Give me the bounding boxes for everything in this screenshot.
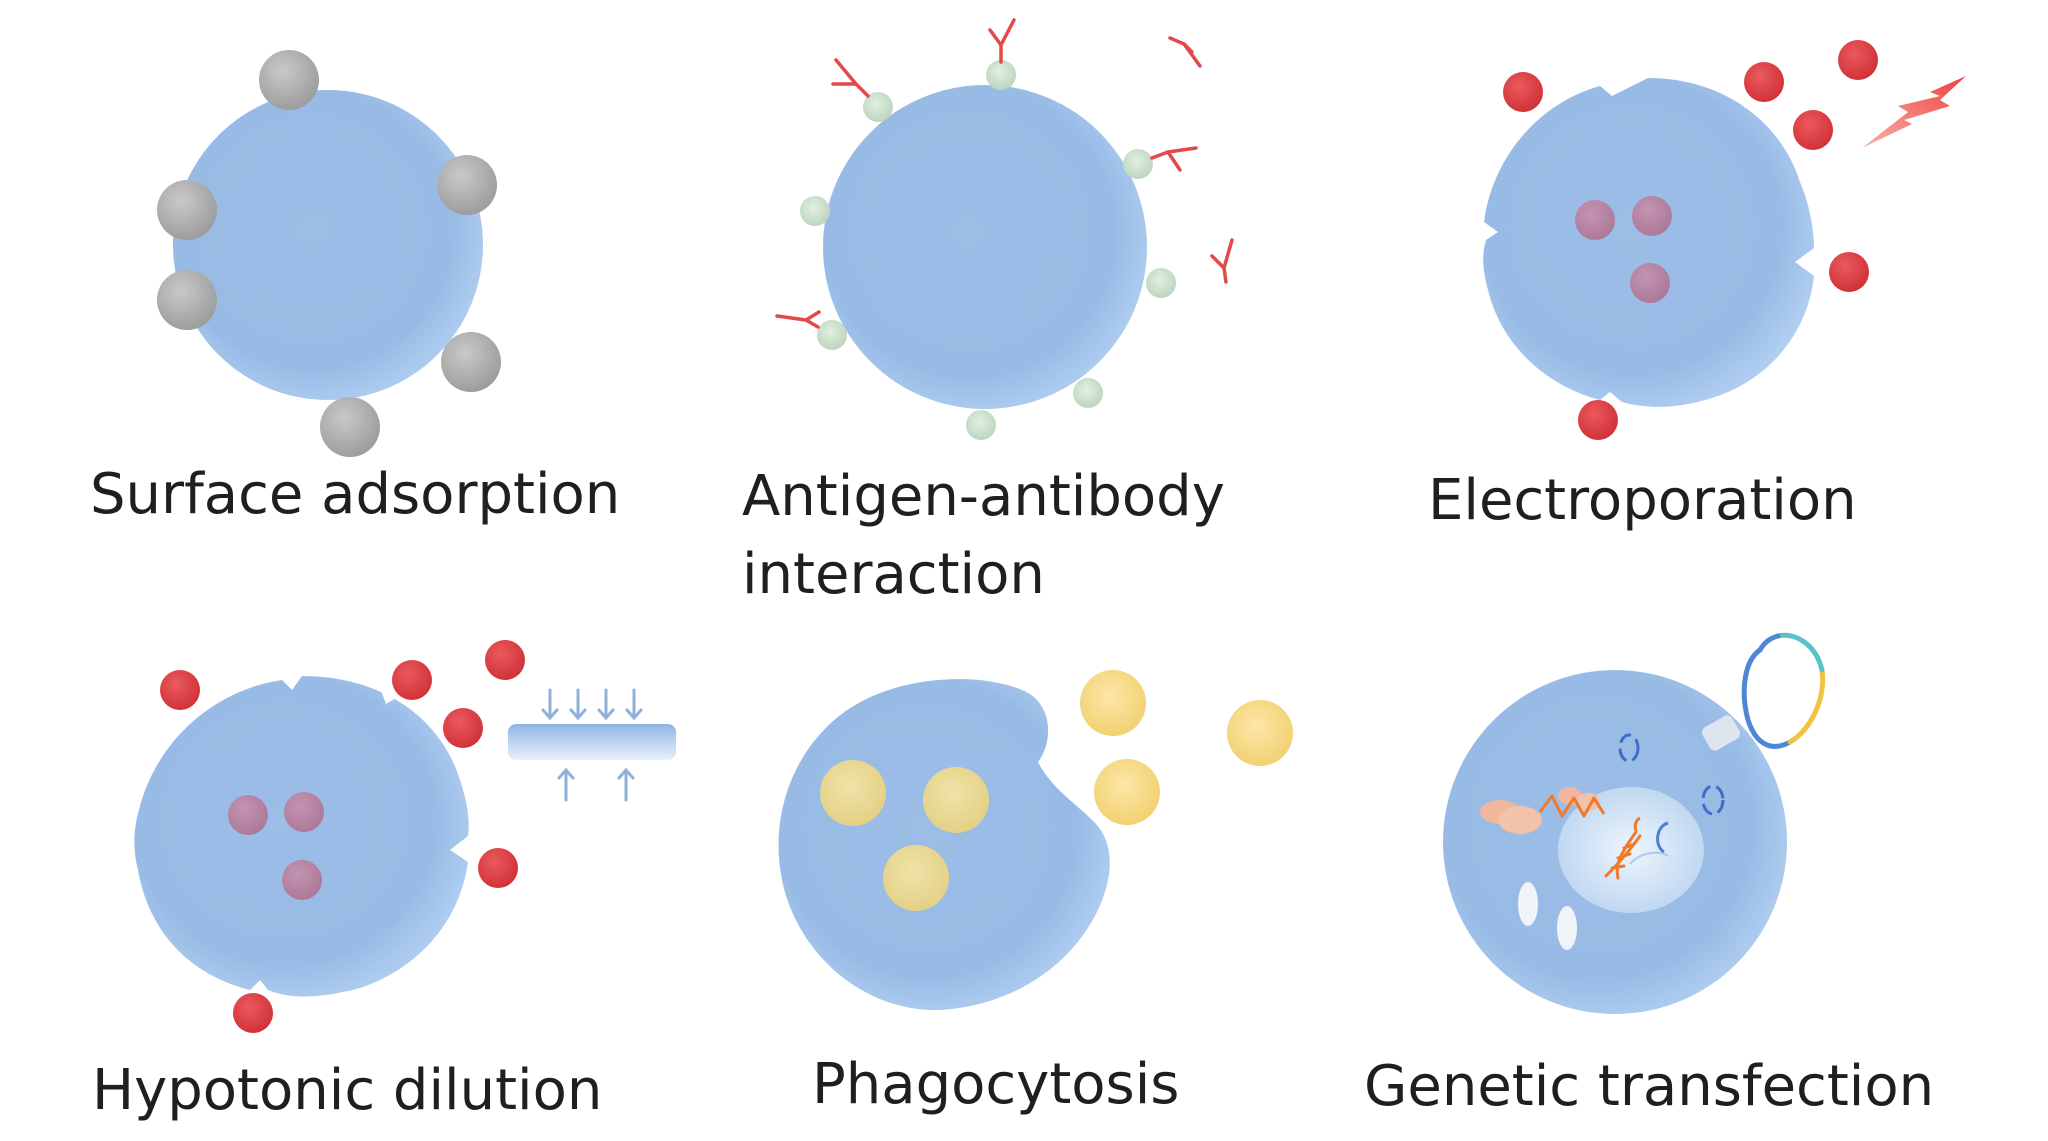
plasmid-fragment — [1629, 851, 1669, 865]
inner-yellow-particle — [820, 760, 886, 826]
label-phagocytosis: Phagocytosis — [812, 1052, 1180, 1117]
panel-electroporation — [1483, 40, 1966, 440]
gray-particle — [157, 180, 217, 240]
gray-particles — [157, 50, 501, 457]
red-particle — [233, 993, 273, 1033]
label-hypotonic-dilution: Hypotonic dilution — [92, 1058, 603, 1123]
inner-yellow-particle — [883, 845, 949, 911]
antibody — [1210, 238, 1234, 284]
inner-particle — [1575, 200, 1615, 240]
antibodies — [775, 18, 1234, 329]
vesicle — [1557, 906, 1577, 950]
yellow-particle — [1094, 759, 1160, 825]
red-particle — [1503, 72, 1543, 112]
panel-genetic-transfection — [1443, 632, 1826, 1014]
panel-phagocytosis — [778, 670, 1293, 1011]
red-particles — [160, 640, 525, 1033]
antigen — [1146, 268, 1176, 298]
antigen — [863, 92, 893, 122]
antigens — [800, 60, 1176, 440]
red-particle — [443, 708, 483, 748]
antigen — [1073, 378, 1103, 408]
antigen — [800, 196, 830, 226]
label-surface-adsorption: Surface adsorption — [90, 462, 621, 527]
inner-particle — [228, 795, 268, 835]
membrane-bar — [508, 724, 676, 760]
gray-particle — [157, 270, 217, 330]
plasmid-fragment — [1633, 816, 1641, 832]
red-particle — [1829, 252, 1869, 292]
porous-cell — [1483, 78, 1814, 407]
gray-particle — [441, 332, 501, 392]
vesicle — [1518, 882, 1538, 926]
label-antigen-antibody-line1: Antigen-antibody — [742, 464, 1225, 529]
membrane-channel — [1701, 715, 1741, 751]
yellow-particle — [1227, 700, 1293, 766]
label-electroporation: Electroporation — [1428, 468, 1857, 533]
red-particle — [1793, 110, 1833, 150]
yellow-particle — [1080, 670, 1146, 736]
label-antigen-antibody: Antigen-antibody interaction — [742, 458, 1225, 614]
antigen — [1123, 149, 1153, 179]
inner-yellow-particle — [923, 767, 989, 833]
inner-particle — [284, 792, 324, 832]
red-particle — [1744, 62, 1784, 102]
antibody — [831, 58, 870, 98]
antibody — [1168, 36, 1202, 68]
cell-rim-notch — [380, 688, 396, 704]
cell — [823, 85, 1147, 409]
plasmid-fragment — [1656, 821, 1669, 854]
red-particles — [1503, 40, 1878, 440]
dna-helix-icon — [1604, 830, 1642, 880]
gray-particle — [437, 155, 497, 215]
red-particle — [485, 640, 525, 680]
gray-particle — [320, 397, 380, 457]
pressure-arrows-icon — [508, 688, 676, 802]
engulfing-cell — [778, 679, 1110, 1011]
antigen — [966, 410, 996, 440]
antibody — [775, 310, 821, 329]
antibody — [988, 18, 1016, 64]
red-particle — [1838, 40, 1878, 80]
lightning-icon — [1862, 76, 1966, 148]
antibody — [1150, 146, 1198, 172]
cell-rim-notch — [1740, 92, 1752, 108]
antigen — [986, 60, 1016, 90]
mrna-strand — [1538, 794, 1606, 818]
inner-particle — [282, 860, 322, 900]
label-genetic-transfection: Genetic transfection — [1364, 1054, 1935, 1119]
endosome-plasmid — [1701, 784, 1725, 816]
red-particle — [478, 848, 518, 888]
inner-particle — [1632, 196, 1672, 236]
inner-particle — [1630, 263, 1670, 303]
red-particle — [392, 660, 432, 700]
panel-surface-adsorption — [157, 50, 501, 457]
label-antigen-antibody-line2: interaction — [742, 542, 1045, 607]
gray-particle — [259, 50, 319, 110]
yellow-particles — [820, 670, 1293, 911]
endosome-plasmid — [1618, 733, 1640, 763]
red-particle — [160, 670, 200, 710]
antigen — [817, 320, 847, 350]
porous-cell — [134, 676, 469, 997]
panel-antigen-antibody — [775, 18, 1234, 440]
red-particle — [1578, 400, 1618, 440]
panel-hypotonic-dilution — [134, 640, 676, 1033]
cell — [173, 90, 483, 400]
plasmid-icon — [1741, 632, 1826, 749]
